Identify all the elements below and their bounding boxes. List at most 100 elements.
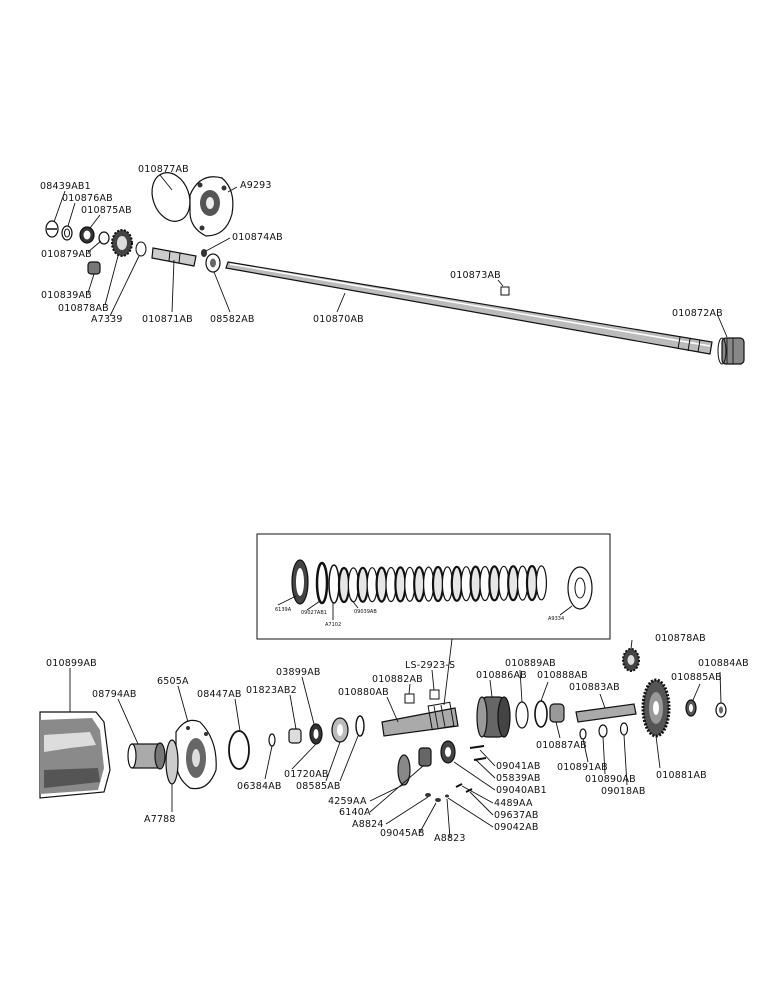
label-010885ab: 010885AB: [671, 672, 722, 683]
part-010884ab: [715, 702, 727, 718]
label-010876ab: 010876AB: [62, 193, 113, 204]
label-08582ab: 08582AB: [210, 314, 255, 325]
part-08794ab: [127, 742, 166, 770]
clutch-disc: [525, 564, 539, 602]
part-08447ab-oring: [228, 730, 250, 770]
part-010886ab-drum: [476, 696, 511, 738]
label-010879ab: 010879AB: [41, 249, 92, 260]
inset-label-09039ab: 09039AB: [354, 609, 377, 615]
label-010888ab: 010888AB: [537, 670, 588, 681]
label-06384ab: 06384AB: [237, 781, 282, 792]
label-a7788: A7788: [144, 814, 176, 825]
part-a7339: [135, 241, 147, 257]
label-09040ab1: 09040AB1: [496, 785, 547, 796]
label-010870ab: 010870AB: [313, 314, 364, 325]
clutch-pack-inset: 6139A 09027AB1 A7102 09039AB A9334: [256, 533, 611, 706]
clutch-disc: [413, 566, 426, 603]
bottom-assembly: 010899AB 08794AB 6505A A7788 08447AB 063…: [39, 633, 749, 844]
label-01720ab: 01720AB: [284, 769, 329, 780]
part-010899ab-housing: [39, 711, 111, 799]
part-010885ab: [685, 699, 697, 717]
part-010881ab-gear: [641, 678, 671, 738]
clutch-disc: [507, 565, 520, 602]
label-a7339: A7339: [91, 314, 123, 325]
label-03899ab: 03899AB: [276, 667, 321, 678]
label-a9293: A9293: [240, 180, 272, 191]
part-010872ab-coupling: [717, 337, 745, 365]
label-010875ab: 010875AB: [81, 205, 132, 216]
part-a7788-gasket: [165, 739, 179, 785]
label-010878ab: 010878AB: [58, 303, 109, 314]
label-010891ab: 010891AB: [557, 762, 608, 773]
inset-label-a7102: A7102: [325, 622, 341, 628]
label-09045ab: 09045AB: [380, 828, 425, 839]
label-01823ab2: 01823AB2: [246, 685, 297, 696]
label-08447ab: 08447AB: [197, 689, 242, 700]
clutch-disc: [450, 565, 463, 602]
part-08439ab1: [45, 220, 59, 238]
label-a8823: A8823: [434, 833, 466, 844]
part-010876ab: [61, 225, 73, 241]
label-010883ab: 010883AB: [569, 682, 620, 693]
inset-label-09027ab1: 09027AB1: [301, 610, 327, 616]
part-010890ab: [598, 724, 608, 738]
label-09018ab: 09018AB: [601, 786, 646, 797]
label-6140a: 6140A: [339, 807, 371, 818]
inset-part-6139a: [291, 559, 309, 605]
part-010880ab-shaft: [381, 701, 459, 737]
label-010882ab: 010882AB: [372, 674, 423, 685]
part-010883ab-shaft: [575, 703, 637, 723]
clutch-disc: [431, 565, 445, 603]
label-010873ab: 010873AB: [450, 270, 501, 281]
label-08794ab: 08794AB: [92, 689, 137, 700]
label-a8824: A8824: [352, 819, 384, 830]
clutch-disc: [337, 566, 351, 604]
label-010889ab: 010889AB: [505, 658, 556, 669]
label-010877ab: 010877AB: [138, 164, 189, 175]
part-08582ab: [205, 253, 221, 273]
part-4259aa: [397, 754, 411, 786]
clutch-disc: [469, 565, 482, 602]
part-010839ab: [87, 261, 101, 275]
label-6505a: 6505A: [157, 676, 189, 687]
label-010878ab-b: 010878AB: [655, 633, 706, 644]
part-06384ab: [268, 733, 276, 747]
inset-label-a9334: A9334: [548, 616, 564, 622]
label-010872ab: 010872AB: [672, 308, 723, 319]
bottom-leader-lines: [69, 639, 722, 839]
label-09042ab: 09042AB: [494, 822, 539, 833]
top-leader-lines: [53, 174, 728, 338]
part-010889ab: [515, 701, 529, 729]
part-6505a-housing: [175, 719, 217, 790]
label-4489aa: 4489AA: [494, 798, 533, 809]
part-010882ab: [404, 689, 440, 704]
label-010884ab: 010884AB: [698, 658, 749, 669]
part-010891ab: [579, 728, 587, 740]
clutch-disc: [356, 566, 369, 603]
part-010875ab: [79, 226, 95, 244]
part-010878ab-gear: [111, 229, 133, 257]
label-08439ab1: 08439AB1: [40, 181, 91, 192]
small-pins: [425, 745, 487, 802]
inset-clutch-discs: [337, 564, 548, 604]
top-assembly: 08439AB1 010876AB 010875AB 010879AB 0108…: [40, 164, 745, 365]
label-010887ab: 010887AB: [536, 740, 587, 751]
part-01823ab2: [288, 728, 302, 744]
label-010874ab: 010874AB: [232, 232, 283, 243]
part-010873ab: [500, 286, 510, 296]
label-010839ab: 010839AB: [41, 290, 92, 301]
part-01720ab: [309, 723, 323, 745]
label-09041ab: 09041AB: [496, 761, 541, 772]
label-010871ab: 010871AB: [142, 314, 193, 325]
part-a9293-housing: [189, 176, 234, 237]
clutch-disc: [535, 565, 548, 601]
clutch-disc: [394, 566, 407, 603]
label-05839ab: 05839AB: [496, 773, 541, 784]
part-09040ab1: [440, 740, 456, 764]
label-010890ab: 010890AB: [585, 774, 636, 785]
inset-part-a9334: [567, 566, 593, 610]
part-010871ab-shaft: [151, 247, 197, 267]
label-010880ab: 010880AB: [338, 687, 389, 698]
label-010881ab: 010881AB: [656, 770, 707, 781]
